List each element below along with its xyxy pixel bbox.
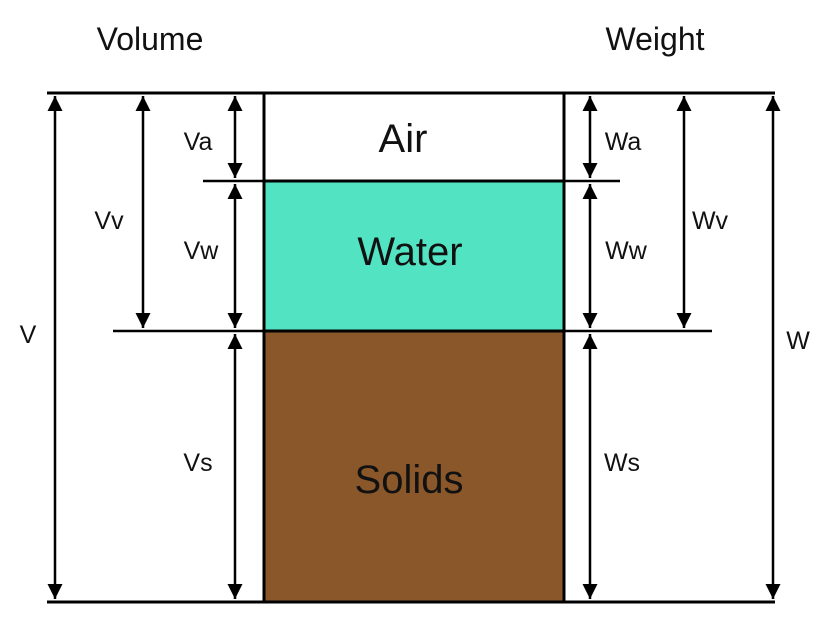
- weight-total-symbol: W: [786, 327, 810, 355]
- volume-voids-symbol: Vv: [94, 207, 124, 235]
- water-label: Water: [357, 230, 462, 274]
- weight-voids-symbol: Wv: [692, 207, 729, 235]
- air-label: Air: [379, 117, 428, 161]
- volume-water-symbol: Vw: [184, 237, 220, 265]
- weight-water-symbol: Ww: [605, 237, 648, 265]
- air-phase-box: [262, 91, 566, 183]
- volume-total-symbol: V: [20, 321, 37, 349]
- weight-air-symbol: Wa: [605, 128, 642, 156]
- weight-solids-symbol: Ws: [604, 449, 640, 477]
- weight-header: Weight: [605, 21, 704, 57]
- volume-header: Volume: [97, 21, 204, 57]
- volume-solids-symbol: Vs: [183, 449, 212, 477]
- volume-air-symbol: Va: [184, 128, 213, 156]
- water-phase-box: [262, 179, 566, 333]
- solids-label: Solids: [355, 458, 464, 502]
